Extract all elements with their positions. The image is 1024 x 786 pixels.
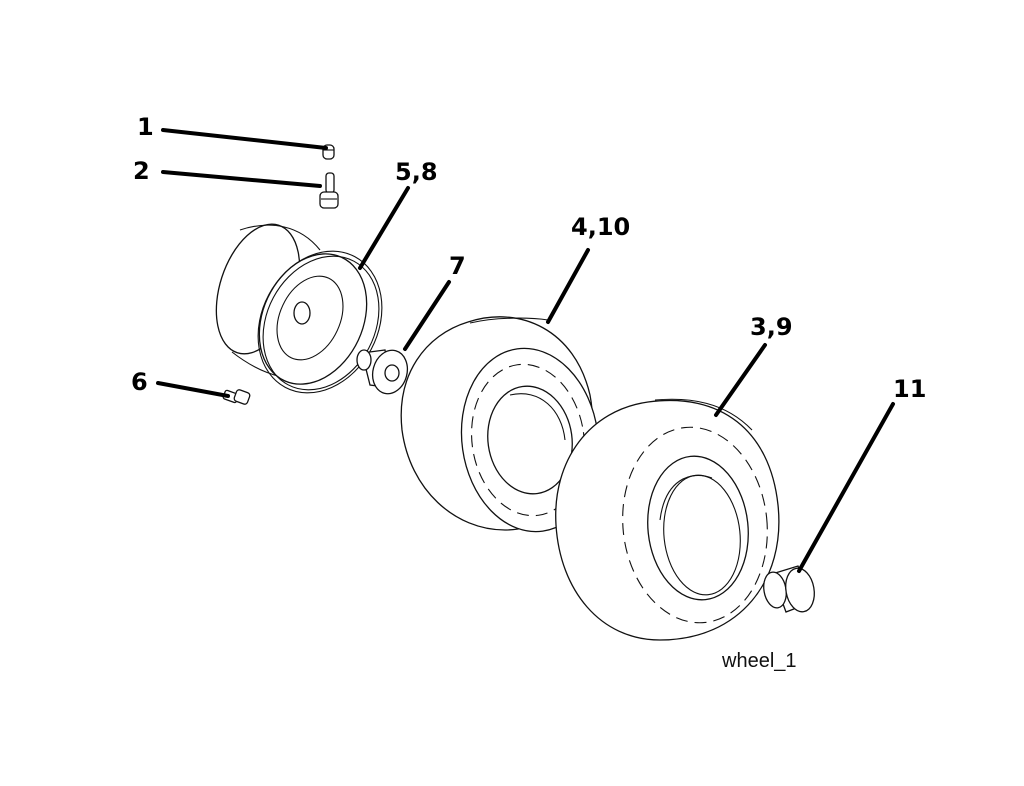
part-5-8-ring	[257, 250, 383, 394]
leader-2	[161, 170, 322, 188]
callout-5-8: 5,8	[395, 158, 438, 186]
part-7-spacer	[356, 349, 409, 395]
callout-4-10: 4,10	[571, 213, 630, 241]
part-2-valve-stem	[319, 172, 339, 209]
leader-11	[797, 402, 895, 573]
leader-6	[156, 381, 230, 398]
callout-1: 1	[137, 113, 154, 141]
callout-7: 7	[449, 252, 466, 280]
leader-5-8	[358, 186, 410, 270]
part-6-bolt	[222, 389, 251, 405]
leader-7	[403, 280, 451, 351]
part-11-hub-cap	[763, 565, 815, 613]
callout-2: 2	[133, 157, 150, 185]
diagram-caption: wheel_1	[721, 650, 797, 672]
callout-3-9: 3,9	[750, 313, 793, 341]
part-3-9-tire	[555, 398, 780, 641]
leader-3-9	[714, 343, 767, 417]
callout-11: 11	[893, 375, 926, 403]
callout-6: 6	[131, 368, 148, 396]
leader-4-10	[546, 248, 590, 324]
leader-1	[161, 128, 328, 150]
part-rim	[215, 223, 368, 385]
